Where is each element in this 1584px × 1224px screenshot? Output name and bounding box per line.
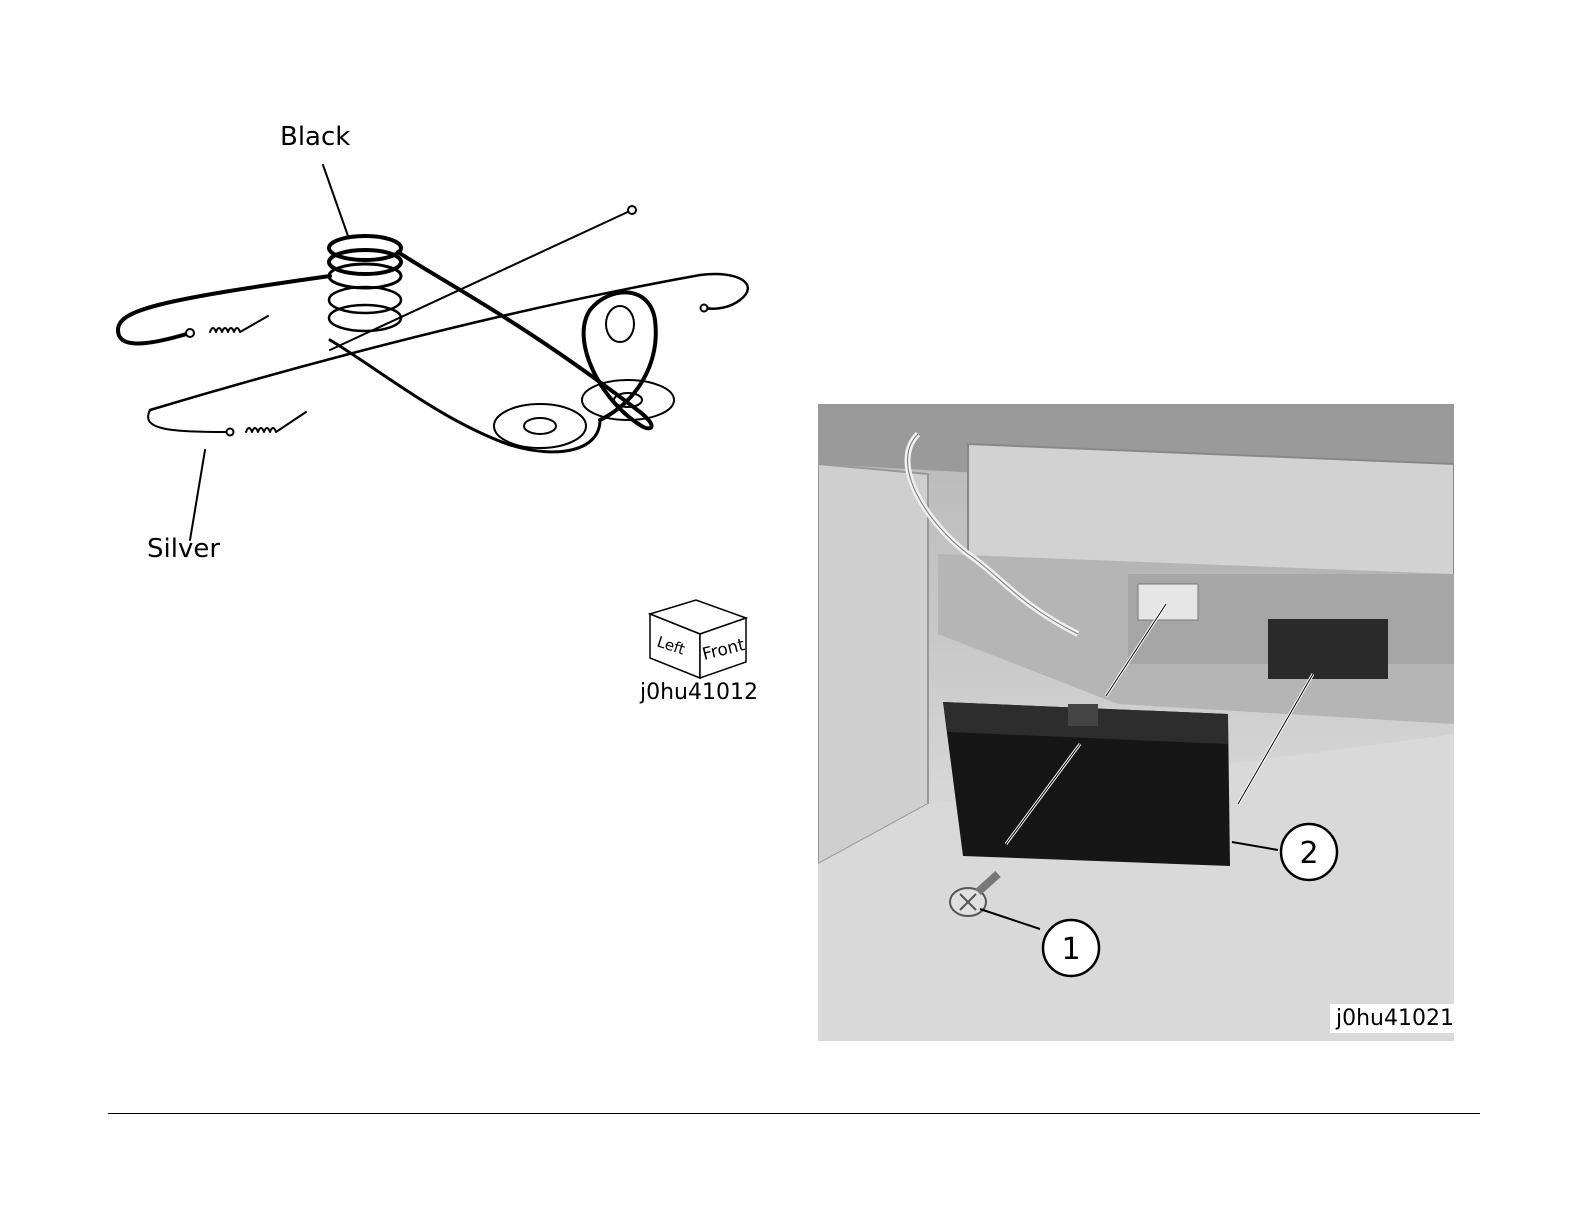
orientation-cube-icon: Left Front	[646, 596, 756, 681]
callout-2: 2	[1299, 836, 1318, 871]
callout-1: 1	[1061, 932, 1080, 967]
figure-id: j0hu41012	[640, 680, 758, 705]
spring-wire-illustration	[0, 0, 800, 600]
label-silver: Silver	[147, 534, 220, 564]
label-black: Black	[280, 122, 350, 152]
footer-divider	[108, 1113, 1480, 1114]
figure-id-photo: j0hu41021	[1330, 1004, 1460, 1033]
equipment-photo: 1 2	[818, 404, 1454, 1041]
